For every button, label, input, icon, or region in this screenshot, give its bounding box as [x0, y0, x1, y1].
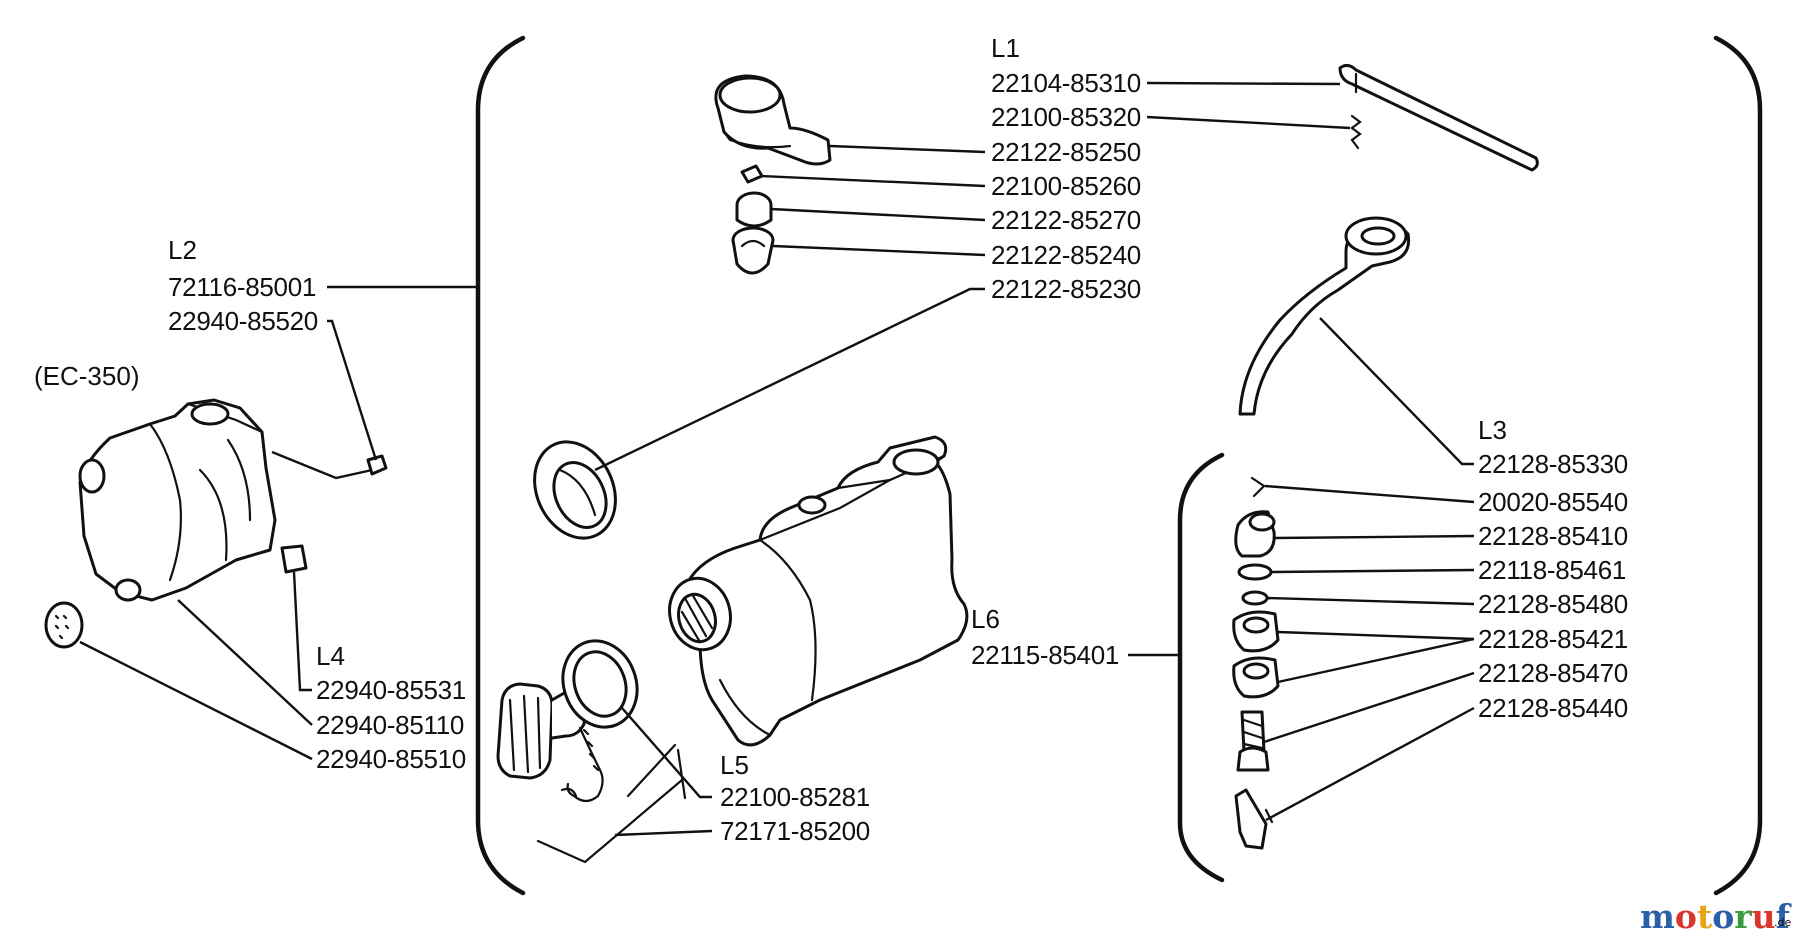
- part-number: 22118-85461: [1478, 555, 1626, 585]
- part-number: 22128-85470: [1478, 658, 1628, 688]
- l1-rod: [1338, 63, 1539, 172]
- part-number: 22940-85110: [316, 710, 464, 740]
- l5-fuel-cap: [496, 639, 639, 803]
- group-label-l6: L6: [971, 604, 1000, 634]
- group-label-l4: L4: [316, 641, 345, 671]
- l1-lever-knob: [714, 74, 832, 166]
- variant-label-ec350: (EC-350): [34, 361, 139, 391]
- part-number: 22100-85281: [720, 782, 870, 812]
- main-right-bracket: [1713, 35, 1763, 896]
- part-number: 72116-85001: [168, 272, 316, 302]
- part-number: 22128-85330: [1478, 449, 1628, 479]
- left-tank-cover: [78, 398, 277, 602]
- part-number: 22100-85320: [991, 102, 1141, 132]
- l3-filter-stack: [1232, 476, 1280, 850]
- watermark-letter: o: [1712, 897, 1734, 936]
- watermark-letter: o: [1675, 897, 1697, 936]
- part-number: 22940-85531: [316, 675, 466, 705]
- watermark-letter: f: [1776, 897, 1792, 936]
- watermark-suffix: .de: [1774, 916, 1791, 929]
- l6-fuel-tank: [668, 435, 969, 747]
- l3-left-bracket: [1177, 452, 1225, 883]
- part-number: 22940-85520: [168, 306, 318, 336]
- group-label-l5: L5: [720, 750, 749, 780]
- motoruf-watermark-logo: motoruf .de: [1640, 897, 1792, 936]
- part-number: 22104-85310: [991, 68, 1141, 98]
- part-number: 22122-85250: [991, 137, 1141, 167]
- l3-fuel-hose: [1238, 216, 1411, 416]
- part-number: 22128-85480: [1478, 589, 1628, 619]
- part-number: 22100-85260: [991, 171, 1141, 201]
- part-number: 72171-85200: [720, 816, 870, 846]
- part-number: 20020-85540: [1478, 487, 1628, 517]
- watermark-wordmark: motoruf: [1640, 897, 1792, 936]
- part-number: 22128-85440: [1478, 693, 1628, 723]
- left-cover-small-parts: [44, 454, 388, 649]
- part-number: 22122-85240: [991, 240, 1141, 270]
- main-left-bracket: [475, 35, 526, 896]
- part-number: 22128-85410: [1478, 521, 1628, 551]
- grommet: [533, 440, 617, 540]
- watermark-letter: m: [1640, 897, 1675, 936]
- l1-small-parts: [731, 164, 775, 275]
- watermark-letter: u: [1752, 897, 1776, 936]
- part-number: 22128-85421: [1478, 624, 1628, 654]
- group-label-l1: L1: [991, 33, 1020, 63]
- part-number: 22122-85270: [991, 205, 1141, 235]
- part-number: 22122-85230: [991, 274, 1141, 304]
- group-label-l2: L2: [168, 235, 197, 265]
- watermark-letter: t: [1697, 897, 1713, 936]
- watermark-letter: r: [1734, 897, 1752, 936]
- part-number: 22940-85510: [316, 744, 466, 774]
- l5-wire-tool: [536, 743, 687, 864]
- group-label-l3: L3: [1478, 415, 1507, 445]
- leader-lines: [79, 81, 1475, 837]
- part-number: 22115-85401: [971, 640, 1119, 670]
